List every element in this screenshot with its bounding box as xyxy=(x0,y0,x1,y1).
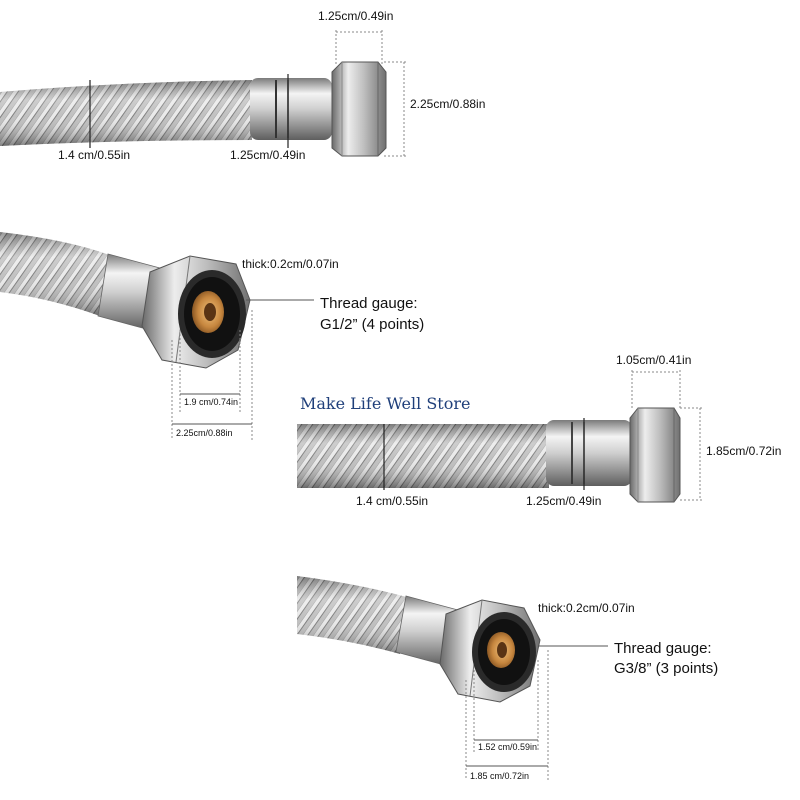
wall-thickness-label: thick:0.2cm/0.07in xyxy=(538,601,635,615)
hose-diameter-label: 1.4 cm/0.55in xyxy=(58,148,130,162)
thread-gauge-value: G1/2” (4 points) xyxy=(320,316,424,333)
nut-width-label: 1.25cm/0.49in xyxy=(318,9,393,23)
hex-nut xyxy=(629,407,681,503)
sleeve-width-label: 1.25cm/0.49in xyxy=(230,148,305,162)
inner-diameter-label: 1.9 cm/0.74in xyxy=(184,397,238,407)
hose-assembly-4 xyxy=(297,576,541,703)
dimension-lines-1 xyxy=(89,30,408,157)
hose-assembly-2 xyxy=(0,232,251,369)
dimension-lines-2 xyxy=(171,299,314,440)
hose-diameter-label: 1.4 cm/0.55in xyxy=(356,494,428,508)
nut-width-label: 1.05cm/0.41in xyxy=(616,353,691,367)
thread-gauge-value: G3/8” (3 points) xyxy=(614,660,718,677)
crimp-sleeve xyxy=(546,420,632,486)
dimension-lines-3 xyxy=(383,370,704,501)
sleeve-width-label: 1.25cm/0.49in xyxy=(526,494,601,508)
thread-gauge-title: Thread gauge: xyxy=(320,295,418,312)
nut-height-label: 1.85cm/0.72in xyxy=(706,444,781,458)
store-watermark: Make Life Well Store xyxy=(300,394,470,413)
hose-assembly-3 xyxy=(297,407,681,503)
nut-height-label: 2.25cm/0.88in xyxy=(410,97,485,111)
dimension-lines-4 xyxy=(465,645,608,780)
thread-gauge-title: Thread gauge: xyxy=(614,640,712,657)
hex-nut xyxy=(331,61,387,157)
crimp-sleeve xyxy=(250,78,332,140)
hose-assembly-1 xyxy=(0,61,387,157)
wall-thickness-label: thick:0.2cm/0.07in xyxy=(242,257,339,271)
outer-diameter-label: 1.85 cm/0.72in xyxy=(470,771,529,781)
inner-diameter-label: 1.52 cm/0.59in xyxy=(478,742,537,752)
outer-diameter-label: 2.25cm/0.88in xyxy=(176,428,233,438)
